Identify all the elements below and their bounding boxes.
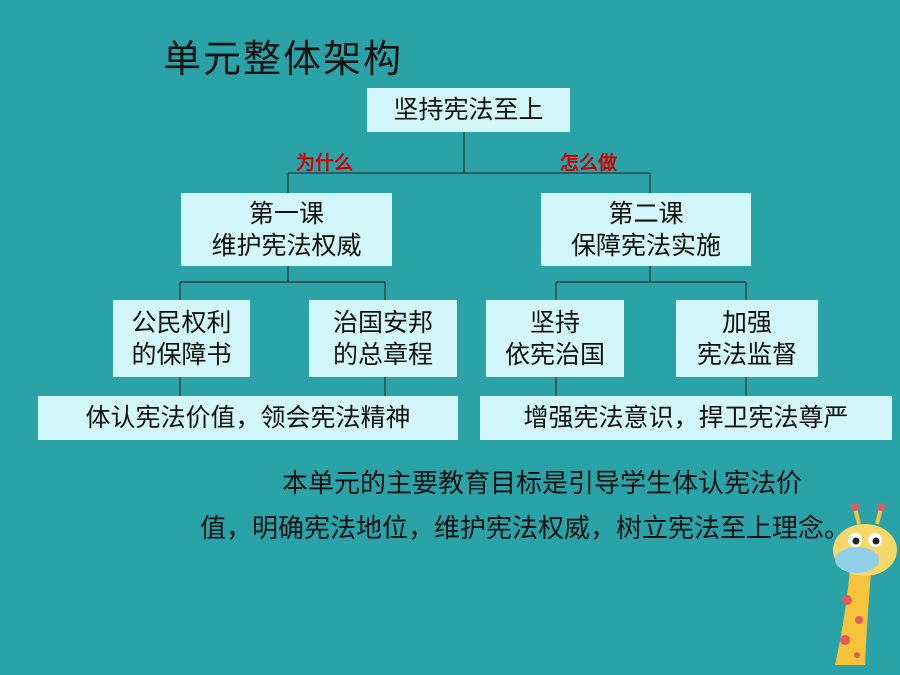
summary-left: 体认宪法价值，领会宪法精神 xyxy=(38,396,458,440)
edge-label-how: 怎么做 xyxy=(560,152,618,174)
leaf-line2: 宪法监督 xyxy=(696,339,797,369)
edge-label-why: 为什么 xyxy=(296,152,354,174)
leaf-line1: 治国安邦 xyxy=(332,307,433,337)
leaf-node: 公民权利 的保障书 xyxy=(113,300,250,377)
lesson2-line2: 保障宪法实施 xyxy=(570,230,721,260)
lesson1-line2: 维护宪法权威 xyxy=(211,230,362,260)
lesson1-line1: 第一课 xyxy=(248,198,324,228)
page-title: 单元整体架构 xyxy=(163,37,404,81)
leaf-node: 加强 宪法监督 xyxy=(676,300,818,377)
giraffe-icon xyxy=(833,503,897,665)
leaf-line1: 坚持 xyxy=(529,307,580,337)
lesson1-node: 第一课 维护宪法权威 xyxy=(181,193,392,266)
summary-right-text: 增强宪法意识，捍卫宪法尊严 xyxy=(523,403,849,432)
summary-right: 增强宪法意识，捍卫宪法尊严 xyxy=(480,396,892,440)
leaf-line2: 的总章程 xyxy=(332,339,433,369)
leaf-node: 坚持 依宪治国 xyxy=(486,300,624,377)
leaf-line1: 公民权利 xyxy=(131,307,232,337)
leaf-line2: 的保障书 xyxy=(131,339,232,369)
lesson2-node: 第二课 保障宪法实施 xyxy=(541,193,751,266)
lesson2-line1: 第二课 xyxy=(608,198,684,228)
leaf-line2: 依宪治国 xyxy=(504,339,605,369)
leaf-node: 治国安邦 的总章程 xyxy=(309,300,457,377)
root-node: 坚持宪法至上 xyxy=(367,88,570,132)
summary-left-text: 体认宪法价值，领会宪法精神 xyxy=(85,403,411,432)
leaf-line1: 加强 xyxy=(721,307,772,337)
root-label: 坚持宪法至上 xyxy=(393,95,544,124)
objective-paragraph: 本单元的主要教育目标是引导学生体认宪法价值，明确宪法地位，维护宪法权威，树立宪法… xyxy=(200,469,851,544)
